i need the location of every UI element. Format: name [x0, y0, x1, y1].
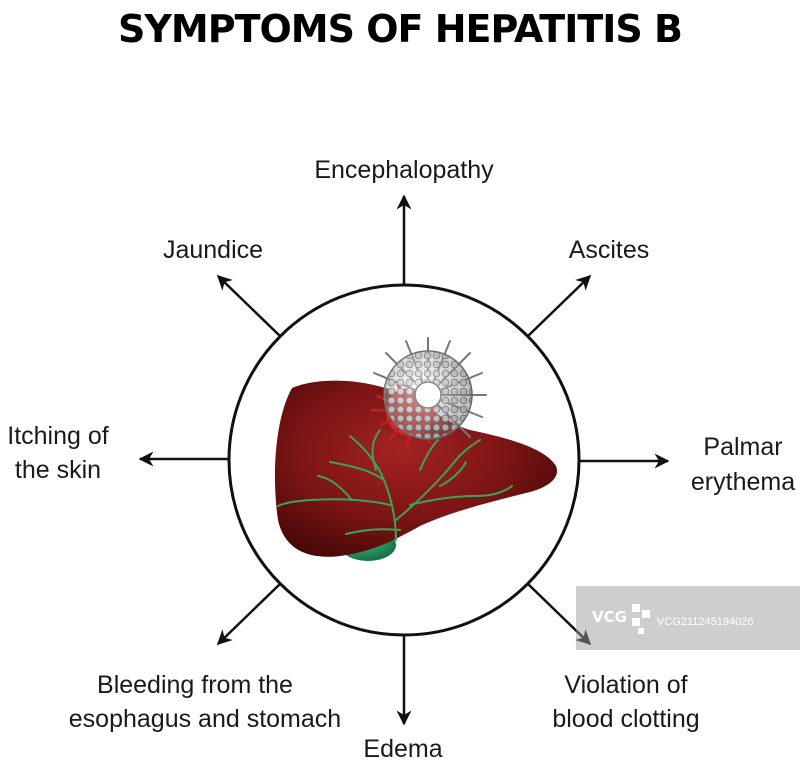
arrow-ascites [527, 274, 592, 337]
hepatitis-b-virus [373, 337, 487, 440]
label-encephalopathy: Encephalopathy [314, 156, 494, 184]
watermark: VCG VCG211245194026 [576, 586, 800, 650]
watermark-logo: VCG [592, 608, 627, 626]
page-title: SYMPTOMS OF HEPATITIS B [118, 7, 683, 51]
liver-illustration [274, 380, 557, 557]
arrow-clotting [527, 583, 592, 646]
arrow-bleeding [216, 583, 281, 646]
label-clotting-line1: Violation of [564, 671, 687, 699]
label-itching-line1: Itching of [7, 422, 109, 450]
label-itching-line2: the skin [15, 456, 101, 484]
arrows [138, 194, 670, 726]
label-clotting-line2: blood clotting [552, 705, 699, 733]
watermark-code: VCG211245194026 [657, 616, 753, 628]
label-palmar-line1: Palmar [703, 433, 782, 461]
label-edema: Edema [363, 735, 442, 760]
label-bleeding-line2: esophagus and stomach [69, 705, 341, 733]
label-ascites: Ascites [569, 236, 650, 264]
label-bleeding-line1: Bleeding from the [97, 671, 293, 699]
watermark-logo-icon [632, 604, 650, 634]
liver-vessels [277, 429, 513, 541]
arrow-jaundice [216, 274, 281, 337]
label-jaundice: Jaundice [163, 236, 263, 264]
label-palmar-line2: erythema [691, 468, 795, 496]
